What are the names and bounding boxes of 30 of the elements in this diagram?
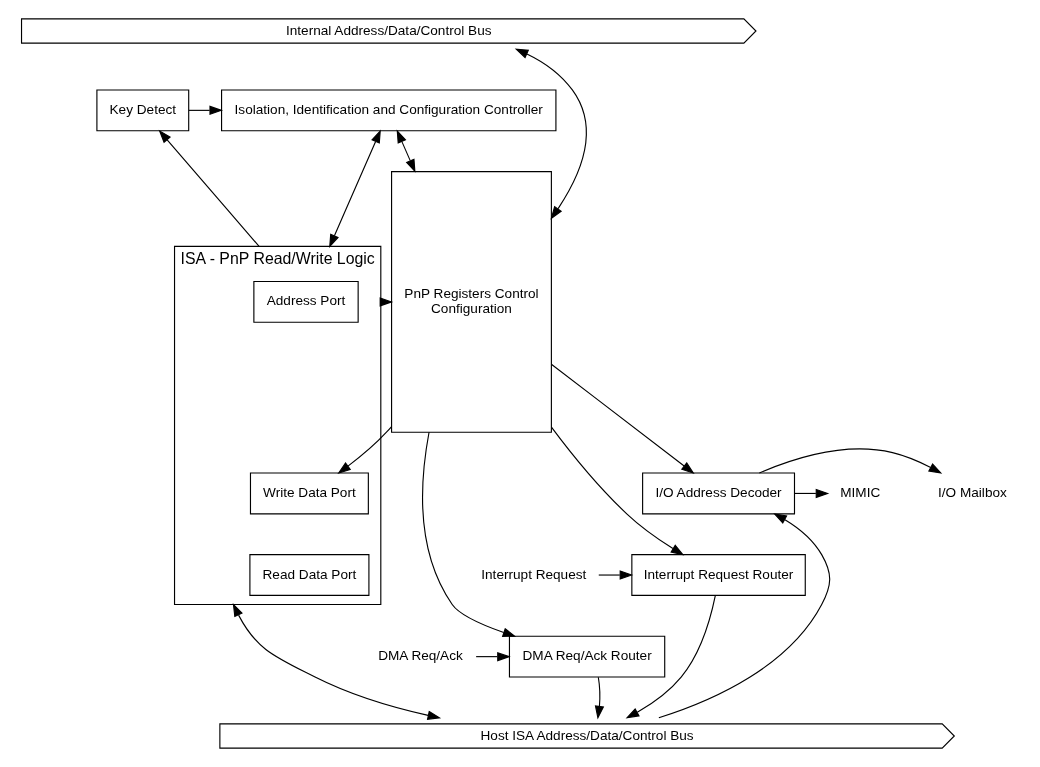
node-box: I/O Address Decoder: [641, 472, 795, 515]
arrow: [475, 651, 511, 662]
node-text: MIMIC: [839, 484, 880, 500]
node-box: Read Data Port: [248, 554, 369, 596]
arrow: [328, 129, 381, 248]
node-box: PnP Registers Control Configuration: [390, 171, 552, 433]
node-box: Address Port: [252, 280, 359, 323]
node-box: Interrupt Request Router: [630, 554, 806, 596]
arrow: [594, 676, 604, 720]
arrow: [421, 431, 516, 637]
node-box: Key Detect: [95, 89, 189, 132]
arrow: [793, 488, 829, 499]
arrow: [550, 426, 684, 556]
node-box: Isolation, Identification and Configuration Controller: [220, 89, 556, 132]
arrow: [187, 105, 223, 116]
arrow: [597, 570, 633, 580]
arrow: [232, 602, 441, 720]
arrow: [758, 448, 942, 474]
arrow: [657, 513, 830, 719]
arrow: [336, 426, 392, 474]
node-box: Write Data Port: [249, 472, 369, 515]
arrow: [550, 363, 695, 474]
arrow: [158, 129, 260, 247]
arrow: [514, 48, 587, 220]
arrow: [625, 594, 716, 719]
node-text: I/O Mailbox: [937, 484, 1007, 500]
node-text: Interrupt Request: [480, 566, 586, 582]
node-box: DMA Req/Ack Router: [508, 635, 665, 678]
node-text: DMA Req/Ack: [377, 648, 463, 664]
arrow: [396, 129, 416, 173]
